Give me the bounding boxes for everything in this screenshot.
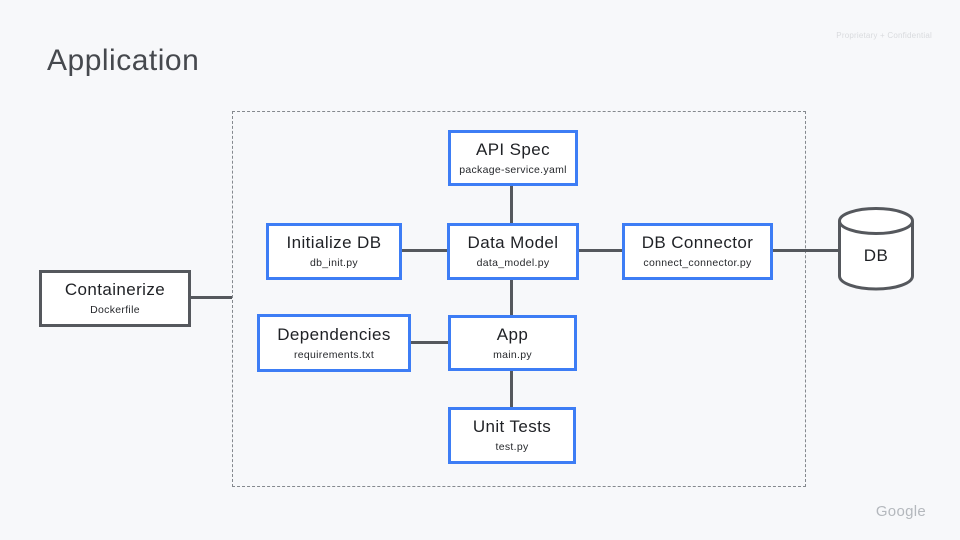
application-boundary [232, 111, 806, 487]
page-title: Application [47, 44, 200, 77]
node-db-connector: DB Connector connect_connector.py [622, 223, 773, 280]
node-containerize-label: Containerize [64, 280, 166, 300]
node-db-connector-label: DB Connector [641, 233, 754, 253]
node-data-model-label: Data Model [467, 233, 559, 253]
confidential-watermark: Proprietary + Confidential [836, 31, 932, 40]
connector-data-model-db-connector [579, 249, 622, 252]
connector-api-spec-data-model [510, 186, 513, 223]
node-unit-tests: Unit Tests test.py [448, 407, 576, 464]
node-app-file: main.py [493, 348, 532, 361]
node-containerize-file: Dockerfile [90, 304, 140, 317]
connector-app-unit-tests [510, 371, 513, 407]
connector-dependencies-app [411, 341, 448, 344]
node-containerize: Containerize Dockerfile [39, 270, 191, 327]
node-api-spec: API Spec package-service.yaml [448, 130, 578, 186]
node-dependencies-file: requirements.txt [293, 348, 375, 361]
node-db-connector-file: connect_connector.py [643, 257, 752, 270]
node-api-spec-label: API Spec [475, 139, 551, 159]
database-cylinder-icon [838, 207, 914, 291]
node-initialize-db-file: db_init.py [310, 257, 358, 270]
node-dependencies-label: Dependencies [277, 324, 391, 344]
connector-data-model-app [510, 279, 513, 315]
connector-db-connector-db [773, 249, 839, 252]
connector-containerize-boundary [191, 296, 232, 299]
node-initialize-db-label: Initialize DB [286, 233, 382, 253]
node-data-model: Data Model data_model.py [447, 223, 579, 280]
node-unit-tests-file: test.py [495, 441, 529, 454]
node-initialize-db: Initialize DB db_init.py [266, 223, 402, 280]
node-database-label: DB [863, 246, 889, 265]
node-dependencies: Dependencies requirements.txt [257, 314, 411, 372]
google-logo: Google [875, 503, 926, 520]
node-unit-tests-label: Unit Tests [472, 417, 552, 437]
node-app-label: App [496, 324, 529, 344]
node-api-spec-file: package-service.yaml [459, 163, 567, 176]
node-app: App main.py [448, 315, 577, 371]
node-data-model-file: data_model.py [476, 257, 550, 270]
connector-initialize-db-data-model [402, 249, 447, 252]
